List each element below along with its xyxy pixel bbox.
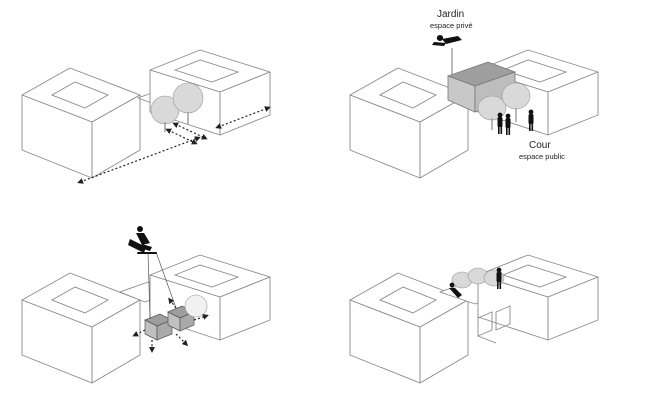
left-building	[349, 67, 469, 179]
arrow-cross-2	[172, 122, 208, 140]
panel-4-rooftop-garden	[349, 254, 599, 384]
courtyard-frames	[477, 305, 511, 344]
arrow-cube-left	[132, 329, 146, 337]
rooftop-people-icon	[449, 267, 502, 298]
arrow-right	[215, 106, 271, 129]
courtyard-trees	[477, 82, 531, 130]
reclining-person-icon	[432, 35, 462, 46]
standing-people-icon	[497, 109, 534, 135]
label-espace-public: espace public	[519, 152, 565, 161]
label-cour: Cour	[529, 140, 551, 151]
trees	[150, 82, 204, 132]
left-building	[21, 67, 141, 179]
panel-1-two-buildings-with-trees	[21, 49, 271, 184]
left-building	[21, 272, 141, 384]
panel-2-garden-and-courtyard	[349, 35, 599, 179]
label-espace-prive: espace privé	[430, 21, 473, 30]
panel-3-ventilation-boxes	[21, 226, 271, 384]
left-building	[349, 272, 469, 384]
seated-person-icon	[128, 226, 157, 254]
tree	[184, 294, 208, 318]
right-building	[477, 254, 599, 341]
arrow-cube-diag	[175, 333, 189, 347]
arrow-cube-top	[168, 297, 177, 309]
label-jardin: Jardin	[437, 9, 465, 20]
